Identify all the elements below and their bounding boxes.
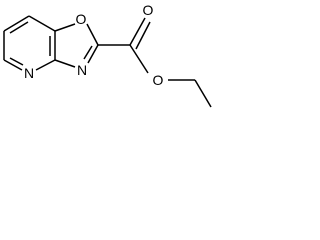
- bond-o1-c2: [86, 23, 99, 46]
- double-bond-carbonyl-inner: [135, 21, 151, 50]
- bond-c5-n4: [3, 59, 23, 71]
- pyridine-ring: [3, 15, 56, 71]
- double-bond-c5-n4-inner: [9, 57, 24, 66]
- atom-label-carbonyl-oxygen: O: [143, 2, 154, 18]
- bond-c7a-o1: [54, 23, 76, 32]
- bond-c7a-c7: [28, 15, 56, 32]
- double-bond-c7-c6-inner: [9, 21, 29, 34]
- ester-group: [98, 17, 212, 108]
- bond-carbonyl-c-o: [129, 17, 146, 46]
- bond-n4-c3a: [35, 59, 56, 71]
- bond-c2-n3: [87, 44, 99, 64]
- bond-n3-c3a: [54, 59, 76, 68]
- bond-carbonyl-c-ester-o: [129, 44, 149, 74]
- atom-label-ester-oxygen: O: [153, 72, 164, 88]
- bond-ch2-ch3: [194, 79, 212, 108]
- atom-label-pyridine-nitrogen: N: [24, 65, 34, 81]
- atom-label-ring-nitrogen: N: [77, 62, 87, 78]
- atom-label-ring-oxygen: O: [76, 11, 87, 27]
- chemical-structure: O N N O O: [3, 2, 212, 108]
- oxazole-ring: [54, 23, 99, 68]
- double-bond-c2-n3-inner: [83, 45, 93, 60]
- bond-c7-c6: [3, 15, 30, 32]
